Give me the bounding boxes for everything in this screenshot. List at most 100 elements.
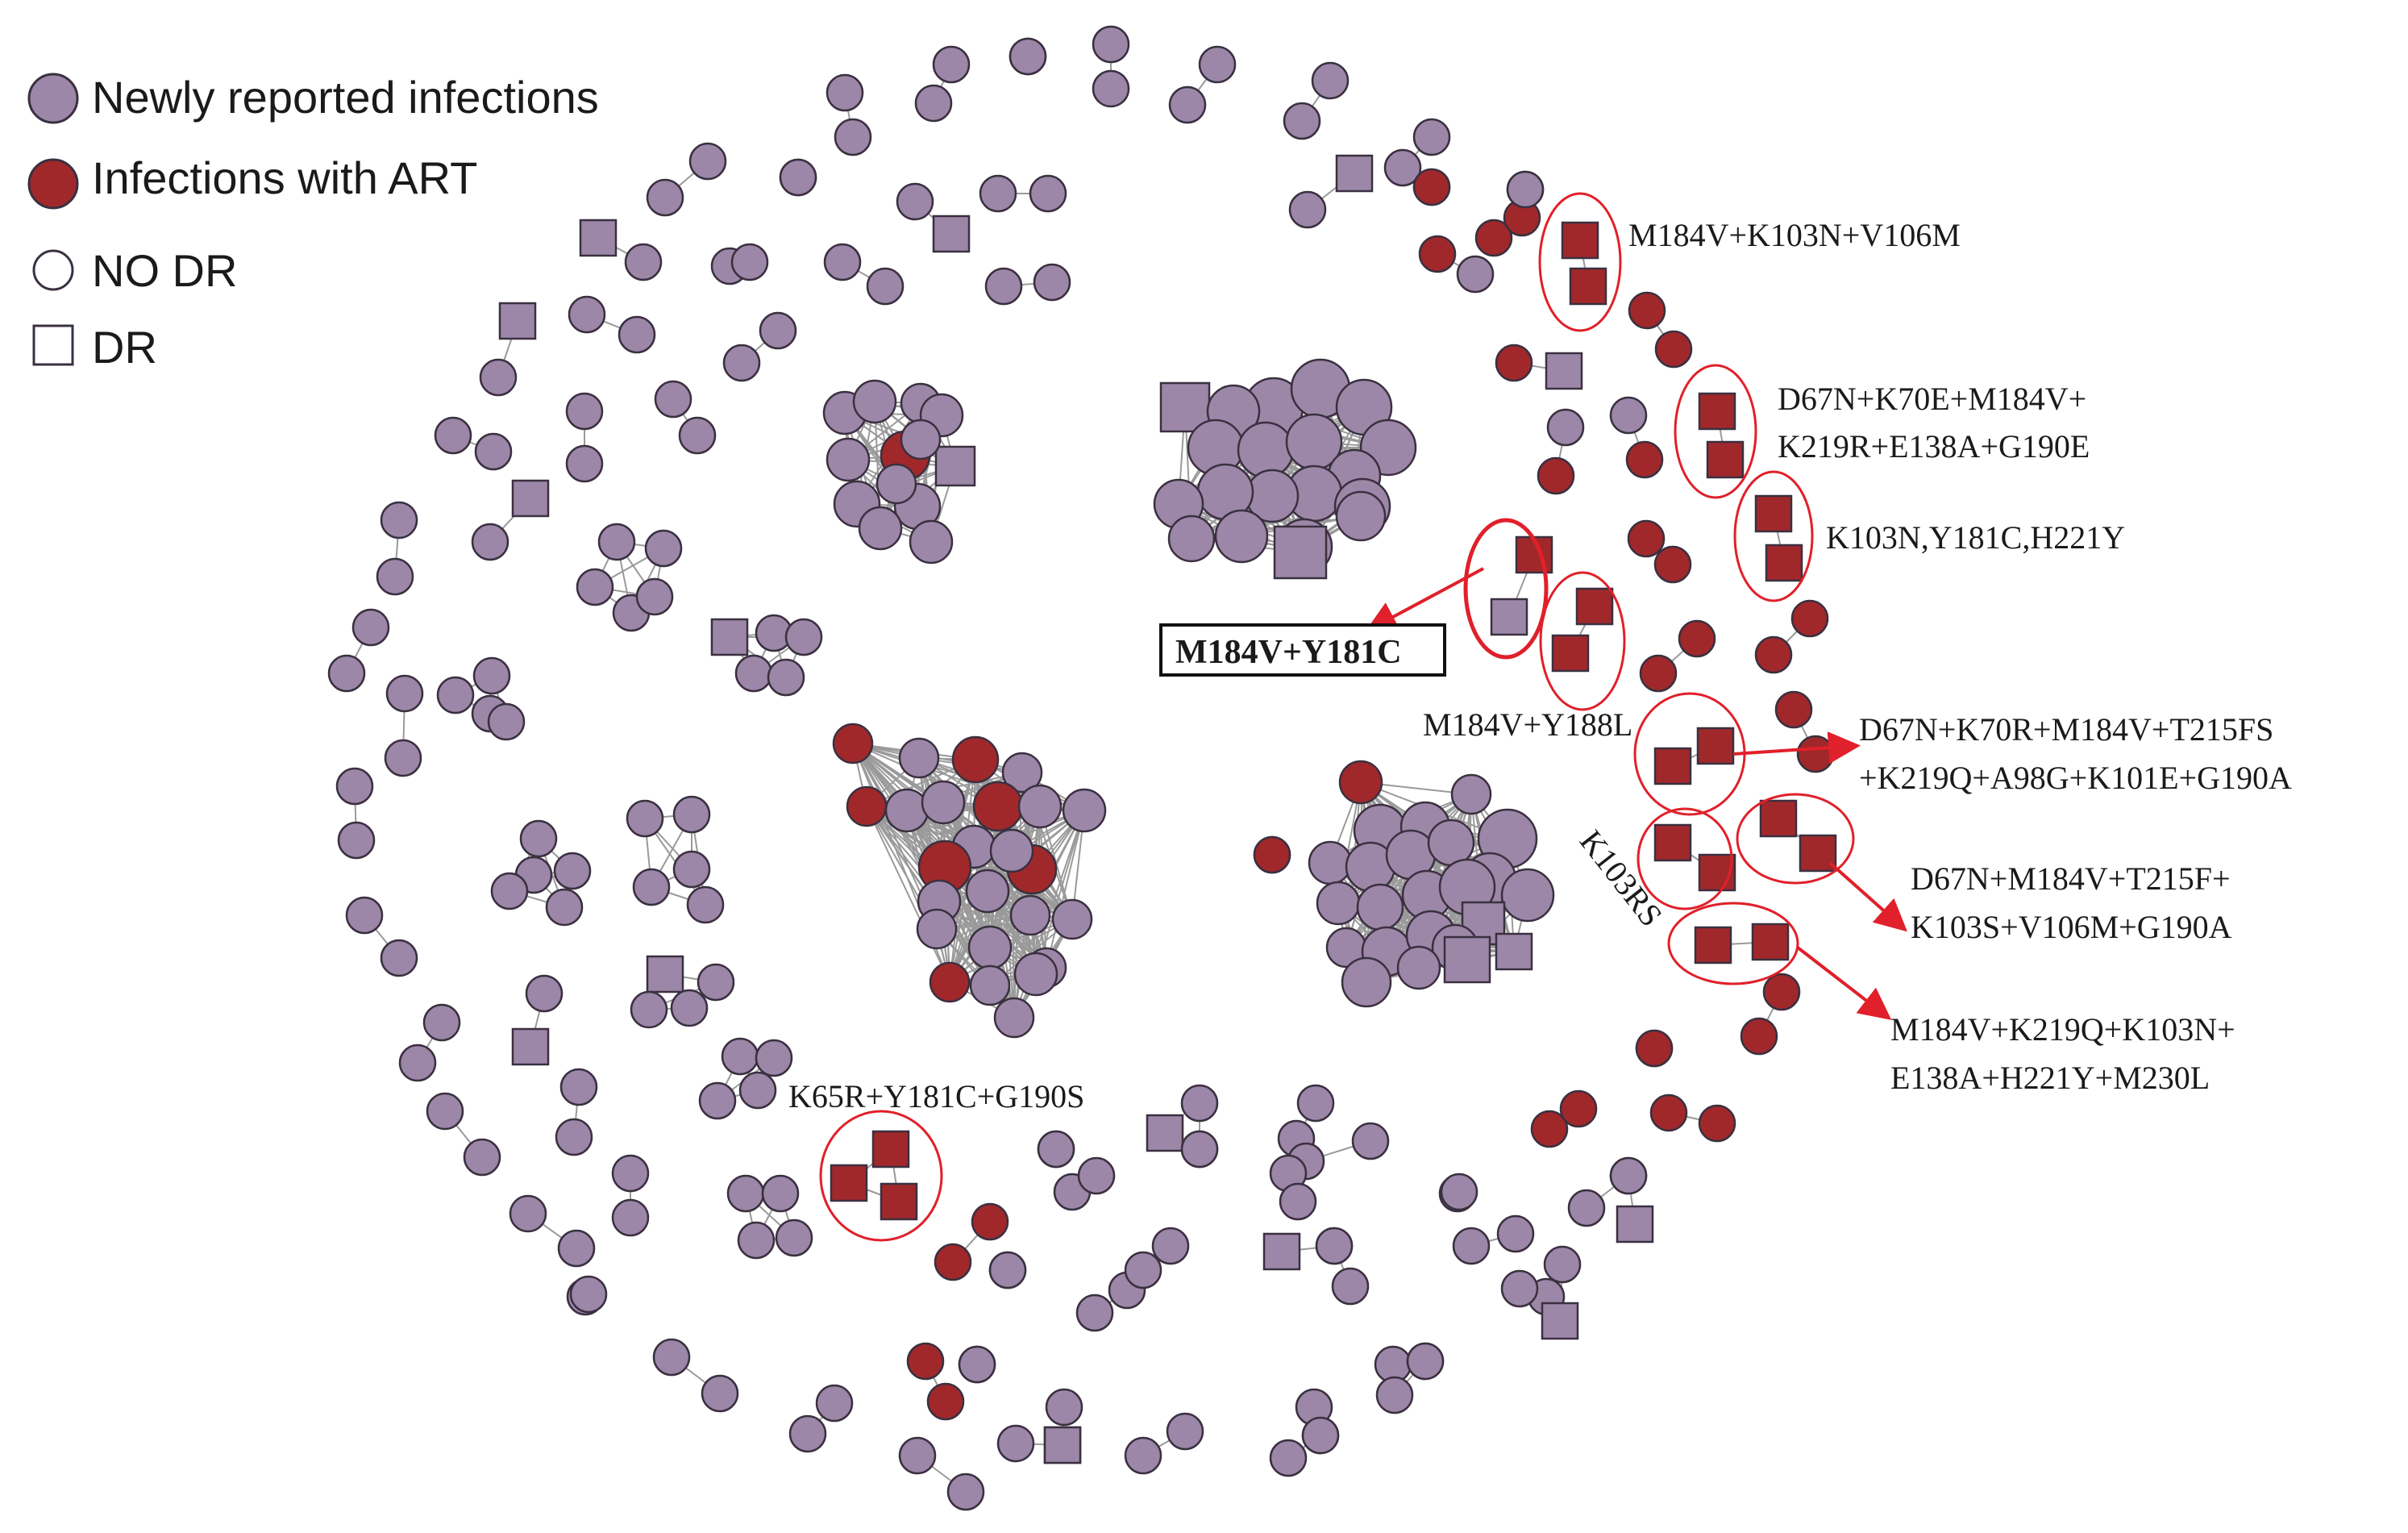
network-node-227 [826, 437, 871, 482]
annotation-arrows [1364, 567, 1907, 1020]
network-node-51 [384, 739, 422, 777]
network-node-21 [646, 178, 684, 217]
network-node-261 [884, 788, 930, 833]
network-node-50 [385, 674, 424, 713]
network-node-253 [1167, 514, 1216, 563]
network-node-57 [398, 1044, 437, 1082]
network-node-5 [1009, 37, 1047, 76]
network-node-197 [436, 676, 475, 714]
network-node-215 [726, 1174, 765, 1213]
network-node-60 [426, 1092, 464, 1131]
highlight-ellipse-a3 [1733, 470, 1814, 602]
network-node-54 [345, 896, 384, 935]
network-node-72 [788, 1414, 827, 1453]
arrow-a9 [1796, 946, 1892, 1020]
network-node-112 [1351, 1122, 1390, 1160]
network-node-98 [1075, 1293, 1114, 1332]
highlight-ellipse-a2 [1674, 364, 1757, 499]
edge [1046, 810, 1085, 969]
network-node-156 [1678, 619, 1716, 658]
network-node-295 [1500, 868, 1555, 923]
network-node-82 [1269, 1439, 1308, 1477]
network-node-88 [1375, 1376, 1414, 1414]
network-node-165 [1569, 267, 1607, 306]
network-node-133 [1698, 1104, 1736, 1143]
network-node-37 [479, 358, 518, 397]
network-node-269 [989, 828, 1034, 873]
network-node-272 [1009, 894, 1051, 936]
network-node-171 [1490, 598, 1528, 636]
network-node-30 [984, 267, 1023, 306]
network-node-230 [900, 419, 942, 460]
network-node-281 [1338, 760, 1383, 805]
legend-no-dr-label: NO DR [92, 245, 237, 296]
network-node-211 [698, 1081, 737, 1120]
network-node-101 [1124, 1251, 1162, 1289]
network-node-184 [880, 1182, 918, 1221]
network-node-66 [509, 1194, 547, 1233]
network-node-7 [1092, 69, 1130, 108]
network-node-56 [422, 1003, 461, 1042]
network-node-303 [1495, 932, 1533, 971]
network-node-48 [351, 608, 390, 647]
legend-with-art-marker [27, 158, 79, 210]
network-node-44 [511, 479, 550, 518]
network-node-172 [1575, 587, 1614, 626]
network-node-192 [519, 819, 558, 858]
network-node-124 [1543, 1245, 1582, 1284]
network-node-65 [611, 1198, 650, 1237]
network-node-229 [934, 445, 976, 487]
annotation-a4: M184V+Y181C [1175, 634, 1402, 671]
network-node-52 [335, 767, 374, 806]
annotation-a6-line2: +K219Q+A98G+K101E+G190A [1859, 760, 2292, 796]
network-node-23 [779, 158, 817, 197]
network-node-263 [972, 781, 1024, 832]
network-node-61 [463, 1138, 501, 1177]
network-node-53 [337, 821, 376, 860]
network-node-182 [871, 1130, 910, 1168]
network-node-2 [932, 45, 971, 84]
network-node-110 [1296, 1084, 1335, 1123]
network-node-200 [644, 529, 683, 568]
network-node-257 [898, 737, 940, 779]
network-node-158 [1790, 599, 1829, 638]
network-node-198 [487, 702, 526, 741]
network-node-129 [1609, 1156, 1648, 1195]
network-node-8 [1198, 45, 1237, 84]
network-node-16 [979, 174, 1017, 213]
network-node-139 [1412, 168, 1451, 206]
network-node-32 [759, 311, 797, 350]
network-node-55 [380, 939, 418, 977]
legend-dr-label: DR [92, 322, 157, 373]
legend-newly-reported-marker [27, 73, 79, 124]
network-node-286 [1308, 840, 1353, 885]
network-node-185 [632, 868, 671, 906]
network-node-105 [1037, 1130, 1075, 1168]
network-node-187 [686, 885, 725, 924]
network-node-123 [1500, 1269, 1539, 1308]
network-node-76 [996, 1424, 1035, 1463]
network-node-178 [1653, 823, 1692, 862]
edges [346, 44, 1819, 1493]
annotation-a5: M184V+Y188L [1423, 706, 1632, 743]
network-node-106 [1180, 1084, 1219, 1123]
network-node-181 [1751, 923, 1790, 961]
network-node-27 [730, 243, 769, 281]
network-node-18 [896, 182, 934, 221]
network-node-217 [737, 1221, 776, 1260]
network-node-59 [511, 1027, 550, 1066]
network-node-46 [380, 501, 418, 539]
network-node-186 [672, 850, 711, 889]
edge [949, 850, 1013, 983]
network-node-164 [1561, 221, 1599, 260]
legend-with-art-label: Infections with ART [92, 152, 477, 203]
network-node-15 [1383, 148, 1422, 187]
network-node-38 [565, 392, 604, 431]
network-node-275 [967, 925, 1013, 970]
network-node-79 [1043, 1426, 1082, 1464]
network-node-63 [555, 1118, 593, 1156]
network-node-274 [916, 908, 958, 950]
network-node-137 [1740, 1017, 1778, 1056]
network-node-43 [474, 432, 513, 471]
